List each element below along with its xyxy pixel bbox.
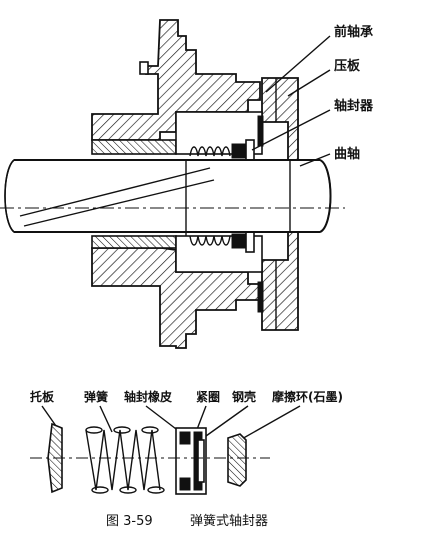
seal-spring-upper <box>189 139 255 161</box>
seal-rubber-part <box>175 427 207 495</box>
seal-spring-lower <box>189 231 255 253</box>
label-seal-rubber: 轴封橡皮 <box>124 389 172 404</box>
pressure-plate <box>261 77 299 331</box>
label-friction-ring: 摩擦环(石墨) <box>272 389 343 404</box>
crankshaft <box>0 159 345 236</box>
leader-lines-upper <box>251 35 331 167</box>
label-shaft-seal: 轴封器 <box>334 98 374 114</box>
label-support-plate: 托板 <box>30 389 55 404</box>
flange-notch <box>139 61 149 75</box>
label-crankshaft: 曲轴 <box>334 146 360 162</box>
spring-part <box>85 426 165 494</box>
label-steel-shell: 钢壳 <box>232 389 256 404</box>
seal-face-lower <box>257 281 264 313</box>
label-tight-ring: 紧圈 <box>196 389 220 404</box>
seal-face-upper <box>257 115 264 147</box>
label-spring: 弹簧 <box>84 389 108 404</box>
friction-ring-part <box>227 433 247 487</box>
label-front-bearing: 前轴承 <box>334 24 373 40</box>
label-pressure-plate: 压板 <box>334 58 361 74</box>
leader-lines-lower <box>41 405 301 441</box>
figure-number: 图 3-59 <box>106 514 153 529</box>
figure-title: 弹簧式轴封器 <box>190 513 268 529</box>
